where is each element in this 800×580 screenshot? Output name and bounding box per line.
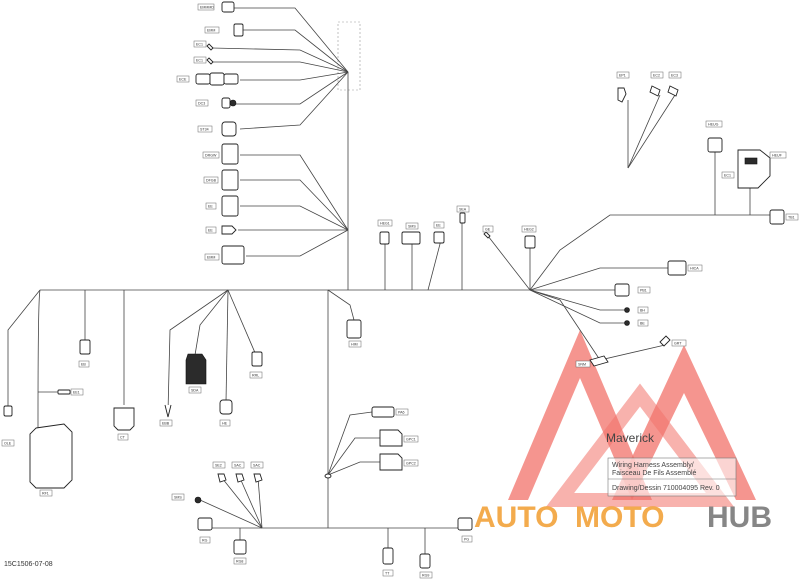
- label-bottom-7: TT: [385, 572, 390, 576]
- label-right-6: HEUF: [772, 154, 783, 158]
- label-right-side-2: PB1: [640, 289, 647, 293]
- label-center-mid-1: HIM: [351, 343, 358, 347]
- label-center-mid-4: GPC2: [406, 462, 416, 466]
- label-bottom-1: SE2: [215, 464, 222, 468]
- title-drawing-number: Drawing/Dessin 710004095 Rev. 0: [612, 485, 720, 492]
- label-center-top-6: HEG2: [524, 228, 534, 232]
- label-top-3: EC1: [196, 43, 203, 47]
- label-center-top-5: GE: [485, 228, 491, 232]
- title-line-2: Faisceau De Fils Assemblé: [612, 470, 697, 477]
- label-top-4: EC1: [196, 59, 203, 63]
- label-right-side-3: BH: [640, 309, 645, 313]
- label-top-11: EE: [208, 229, 213, 233]
- top-hub-label-tags: EMMMD EMM EC1 EC1 ECE DC3 ST34 DRGW DFGB…: [176, 3, 220, 261]
- label-bottom-4: SMS: [174, 496, 182, 500]
- watermark-text: AUTO MOTO HUB: [474, 501, 772, 534]
- label-left-2: EB: [81, 363, 86, 367]
- label-right-5: EC1: [724, 174, 731, 178]
- label-right-1: EP1: [619, 74, 626, 78]
- label-right-2: EC2: [653, 74, 660, 78]
- label-right-side-6: GRT: [674, 342, 682, 346]
- label-top-7: ST34: [200, 128, 209, 132]
- label-top-10: EE: [208, 205, 213, 209]
- label-bottom-2: SAC: [234, 464, 242, 468]
- label-center-top-3: EE: [436, 224, 441, 228]
- label-top-2: EMM: [207, 29, 215, 33]
- center-top-branches: HEG1 SMS EE SEA GE HEG2: [377, 205, 537, 291]
- label-left-8: HE: [222, 422, 228, 426]
- watermark-word-3: HUB: [707, 501, 772, 534]
- label-right-3: EC3: [671, 74, 678, 78]
- label-top-8: DRGW: [205, 154, 217, 158]
- left-side-branches: OLE EB EE1 CT RF1 EBB SDA HE RRL: [1, 289, 362, 497]
- label-top-12: EMM: [207, 256, 215, 260]
- main-harness-trunk: [37, 72, 770, 529]
- label-left-6: EBB: [162, 422, 170, 426]
- label-center-top-4: SEA: [459, 208, 467, 212]
- label-bottom-6: RG8: [236, 560, 243, 564]
- watermark-word-2: MOTO: [575, 501, 664, 534]
- top-hub-connectors: [195, 1, 245, 265]
- dashed-reference-box: [337, 21, 361, 91]
- title-frame: [607, 457, 737, 497]
- label-bottom-5: RG: [202, 539, 208, 543]
- label-left-5: RF1: [42, 492, 49, 496]
- top-hub-fan-wires: [211, 7, 349, 257]
- label-top-9: DFGB: [206, 179, 217, 183]
- label-right-side-1: HICA: [690, 267, 699, 271]
- label-center-mid-2: PA6: [398, 411, 405, 415]
- bottom-branches: SE2 SAC SAC SMS RG RG8 TT RG9 PG: [171, 461, 473, 579]
- title-line-1: Wiring Harness Assembly/: [612, 462, 694, 469]
- label-center-mid-3: GPC1: [406, 438, 416, 442]
- label-right-7: TB1: [788, 216, 795, 220]
- label-center-top-2: SMS: [408, 225, 416, 229]
- label-left-1: OLE: [4, 442, 12, 446]
- label-left-3: EE1: [73, 391, 80, 395]
- label-bottom-9: PG: [464, 538, 469, 542]
- label-bottom-8: RG9: [422, 574, 429, 578]
- document-id: 15C1506-07-08: [4, 561, 53, 568]
- label-top-6: DC3: [198, 102, 205, 106]
- label-top-5: ECE: [179, 78, 187, 82]
- center-mid-branches: HIM PA6 GPC1 GPC2: [324, 340, 419, 479]
- label-bottom-3: SAC: [253, 464, 261, 468]
- title-vehicle: Maverick: [606, 431, 655, 445]
- label-right-side-5: SNM: [578, 363, 586, 367]
- right-side-connectors: HICA PB1 BH BE SNM GRT: [575, 260, 703, 368]
- watermark-triangle-left: [508, 330, 652, 500]
- label-right-4: HEUG: [708, 123, 719, 127]
- label-right-side-4: BE: [640, 322, 645, 326]
- title-block: Maverick Wiring Harness Assembly/ Faisce…: [606, 431, 737, 497]
- label-left-7: SDA: [191, 389, 199, 393]
- watermark-triangle-inner: [545, 383, 735, 507]
- right-cluster: EP1 EC2 EC3 HEUG EC1 HEUF TB1: [616, 71, 799, 225]
- watermark-word-1: AUTO: [474, 501, 558, 534]
- label-center-top-1: HEG1: [380, 222, 390, 226]
- label-left-9: RRL: [252, 374, 259, 378]
- label-left-4: CT: [120, 436, 126, 440]
- label-top-1: EMMMD: [200, 6, 214, 10]
